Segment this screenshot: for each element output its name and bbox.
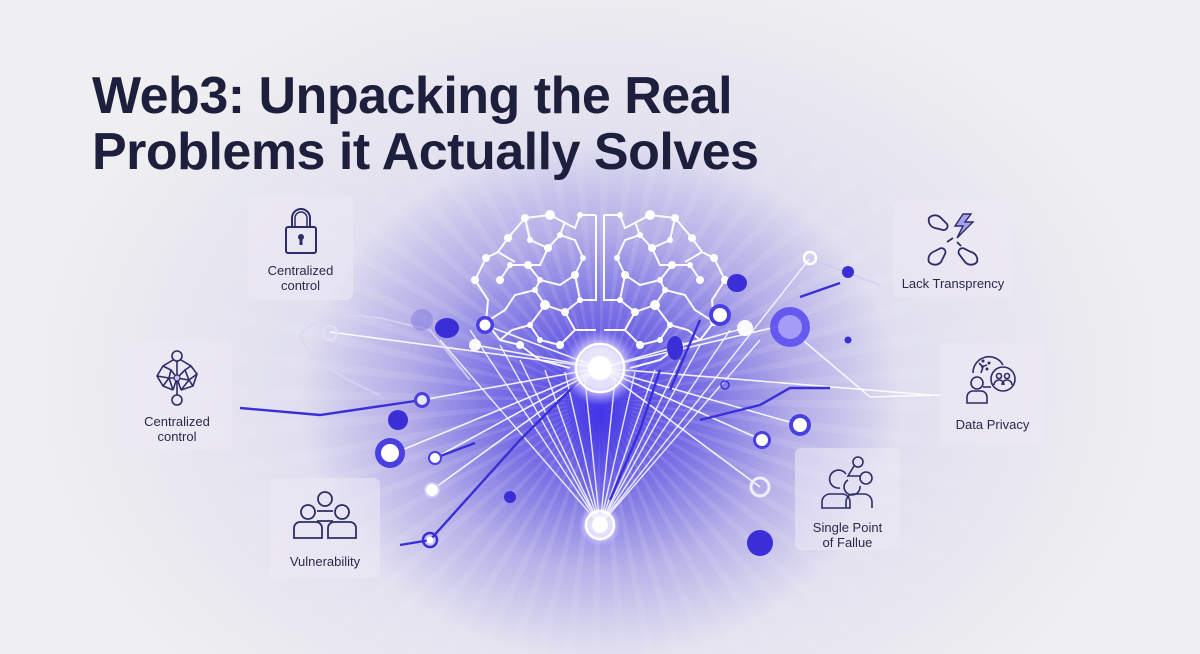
card-label-line-1: Centralized bbox=[144, 414, 210, 429]
user-privacy-icon bbox=[965, 355, 1016, 404]
card-label: Vulnerability bbox=[289, 554, 361, 569]
card-single-point-failure: Single Point of Fallue bbox=[795, 448, 900, 550]
bottom-node-core bbox=[592, 517, 608, 533]
card-centralized-control-top: Centralized control bbox=[248, 195, 353, 300]
network-hub-icon bbox=[156, 350, 198, 406]
satellite-nodes bbox=[375, 250, 818, 549]
card-label: Data Privacy bbox=[955, 417, 1030, 432]
card-centralized-control-left: Centralized control bbox=[122, 340, 232, 450]
page-title: Web3: Unpacking the Real Problems it Act… bbox=[92, 68, 759, 180]
brain-nodes bbox=[471, 210, 729, 349]
card-vulnerability: Vulnerability bbox=[270, 478, 380, 578]
accent-paths bbox=[239, 281, 841, 547]
bottom-node-ring bbox=[584, 509, 616, 541]
central-hub-ring bbox=[574, 342, 626, 394]
linked-users-icon bbox=[820, 456, 873, 509]
card-label-line-2: of Fallue bbox=[822, 535, 873, 550]
bottom-connection-lines bbox=[439, 257, 811, 526]
card-label-line-2: control bbox=[280, 278, 320, 293]
card-lack-transparency: Lack Transprency bbox=[893, 200, 1013, 297]
title-line-1: Web3: Unpacking the Real bbox=[92, 67, 733, 125]
card-data-privacy: Data Privacy bbox=[940, 343, 1045, 443]
padlock-icon bbox=[284, 208, 317, 254]
disconnected-hands-icon bbox=[927, 213, 979, 266]
central-hub-core bbox=[588, 356, 612, 380]
card-label-line-2: control bbox=[157, 429, 197, 444]
card-label-line-1: Centralized bbox=[267, 263, 334, 278]
title-line-2: Problems it Actually Solves bbox=[92, 123, 759, 181]
card-label-line-1: Single Point bbox=[812, 520, 883, 535]
people-group-icon bbox=[293, 491, 357, 539]
purple-dots bbox=[388, 266, 854, 556]
card-label: Lack Transprency bbox=[901, 276, 1005, 291]
